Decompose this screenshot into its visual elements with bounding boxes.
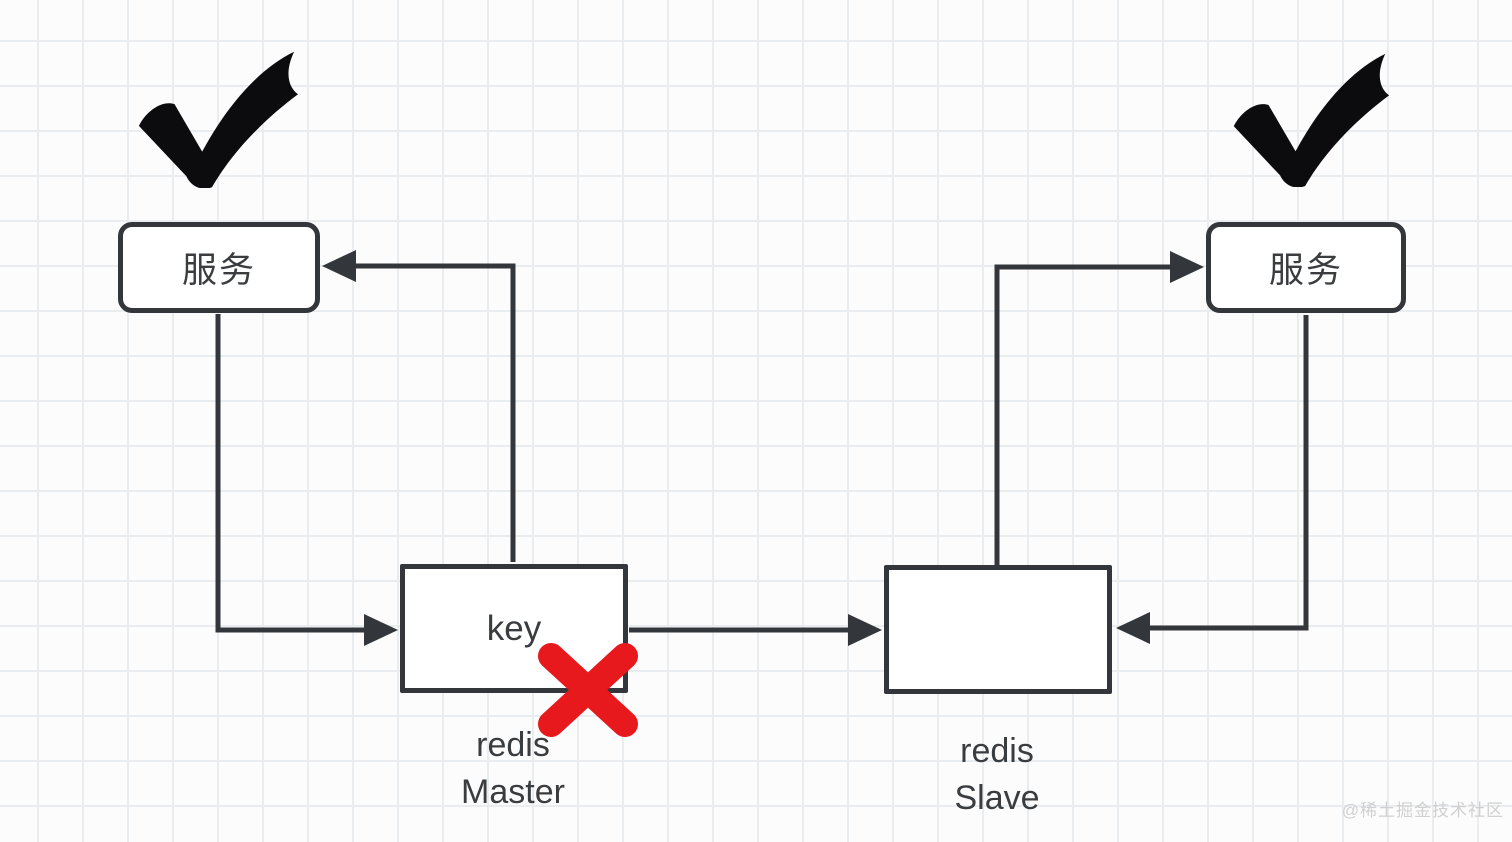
redis-slave-caption-line2: Slave: [954, 779, 1040, 817]
redis-master-caption-line2: Master: [461, 773, 565, 811]
service-left-label: 服务: [181, 251, 256, 290]
arrowhead-into-service-right: [1170, 251, 1204, 283]
arrow-master-to-service-left: [356, 263, 516, 562]
node-service-right: 服务: [1206, 222, 1406, 313]
arrow-service-left-to-master: [215, 314, 364, 633]
arrowhead-into-service-left: [322, 250, 356, 282]
node-redis-slave: [884, 565, 1112, 694]
cross-icon: [533, 640, 643, 745]
redis-master-caption: redis Master: [363, 722, 663, 816]
arrowhead-into-slave-right: [1116, 612, 1150, 644]
redis-master-caption-line1: redis: [476, 726, 550, 764]
redis-master-label: key: [486, 608, 542, 648]
redis-slave-caption: redis Slave: [847, 728, 1147, 822]
watermark: @稀土掘金技术社区: [1341, 801, 1504, 820]
arrowhead-into-master-left: [364, 614, 398, 646]
arrowhead-into-slave-left: [848, 614, 882, 646]
service-right-label: 服务: [1268, 251, 1343, 290]
arrow-slave-to-service-right: [994, 264, 1170, 567]
node-service-left: 服务: [118, 222, 320, 313]
arrow-service-right-to-slave: [1150, 315, 1309, 631]
redis-slave-caption-line1: redis: [960, 732, 1034, 770]
check-icon: [133, 48, 301, 193]
check-icon: [1228, 50, 1392, 192]
